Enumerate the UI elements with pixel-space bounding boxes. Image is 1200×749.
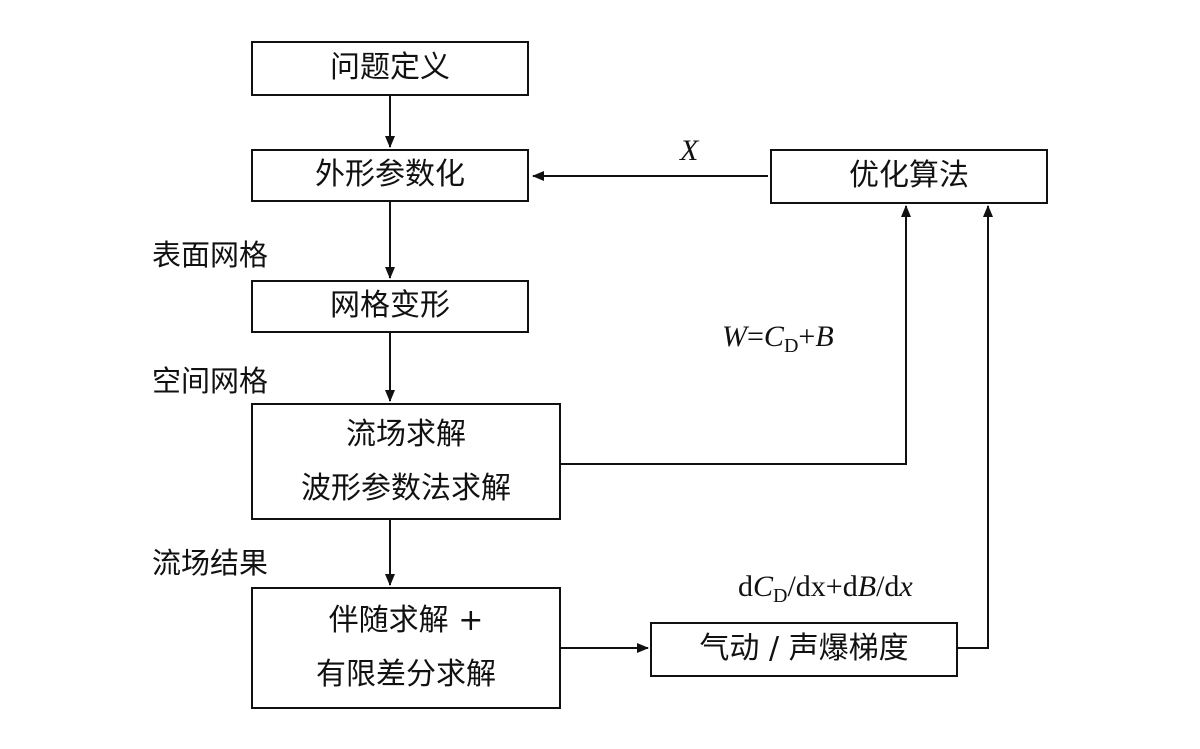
objective-plus: + xyxy=(798,320,816,353)
gradient-label: 气动 / 声爆梯度 xyxy=(699,631,909,667)
design-variable-label: X xyxy=(680,134,698,168)
objective-sub: D xyxy=(783,335,799,357)
mesh-deformation-box: 网格变形 xyxy=(251,280,529,333)
flow-solve-label-1: 流场求解 xyxy=(346,416,466,452)
grad-c: C xyxy=(753,570,774,603)
optimizer-box: 优化算法 xyxy=(770,149,1048,204)
objective-b: B xyxy=(815,320,834,353)
design-variable-symbol: X xyxy=(680,134,699,167)
grad-d1: d xyxy=(738,570,753,603)
grad-sub: D xyxy=(773,585,788,607)
grad-b: B xyxy=(857,570,877,603)
gradient-box: 气动 / 声爆梯度 xyxy=(650,622,958,677)
objective-w: W xyxy=(722,320,747,353)
adjoint-solve-label-1: 伴随求解 + xyxy=(328,603,484,638)
space-mesh-label: 空间网格 xyxy=(152,364,269,398)
flow-solve-box: 流场求解 波形参数法求解 xyxy=(251,403,561,520)
objective-c: C xyxy=(763,320,784,353)
objective-function-label: W=CD+B xyxy=(722,320,834,358)
shape-parameterization-box: 外形参数化 xyxy=(251,149,529,202)
flow-solve-label-2: 波形参数法求解 xyxy=(301,470,511,506)
grad-x: x xyxy=(899,570,913,603)
flow-result-label: 流场结果 xyxy=(152,546,269,580)
gradient-expression-label: dCD/dx+dB/dx xyxy=(738,570,913,608)
adjoint-solve-box: 伴随求解 + 有限差分求解 xyxy=(251,587,561,709)
arrow-gradient-to-optimizer xyxy=(958,205,993,649)
problem-definition-label: 问题定义 xyxy=(330,50,450,86)
shape-parameterization-label: 外形参数化 xyxy=(315,157,465,193)
grad-tail: /d xyxy=(876,570,900,603)
objective-eq: = xyxy=(747,320,764,353)
optimizer-label: 优化算法 xyxy=(849,158,969,194)
mesh-deformation-label: 网格变形 xyxy=(330,288,450,324)
problem-definition-box: 问题定义 xyxy=(251,41,529,96)
grad-mid: /dx+d xyxy=(787,570,858,603)
surface-mesh-label: 表面网格 xyxy=(152,238,269,272)
arrow-flow-to-optimizer xyxy=(561,205,911,465)
adjoint-solve-label-2: 有限差分求解 xyxy=(316,657,496,692)
